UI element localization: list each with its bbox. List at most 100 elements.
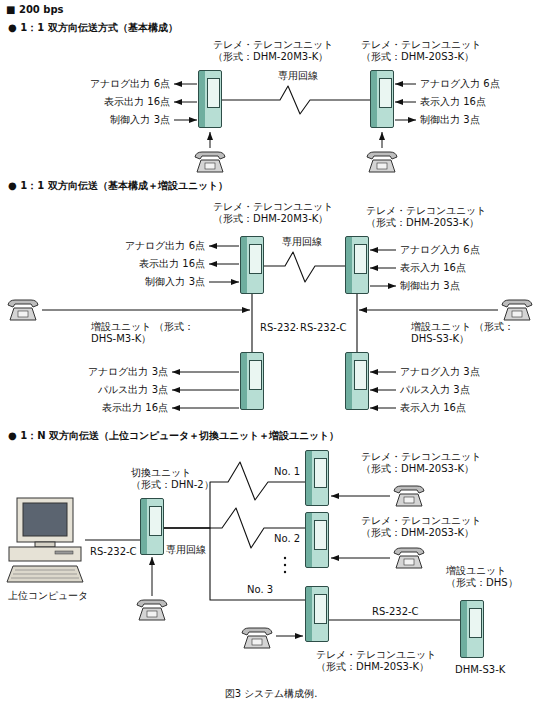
section-heading: ● 1：N 双方向伝送（上位コンピュータ＋切換ユニット＋増設ユニット） (8, 430, 339, 442)
phone-arrow (276, 636, 303, 637)
unit-box: テレメ・テレコンユニット （形式：DHM-20S3-K） (305, 512, 329, 568)
section-heading: ■ 200 bps (6, 4, 64, 16)
io-label: 制御出力 3点 (420, 114, 480, 126)
unit-box: 増設ユニット （形式：DHS-S3-K） (345, 352, 369, 410)
telephone-icon (8, 300, 38, 320)
line-connector (85, 539, 140, 540)
signal-arrow (395, 120, 416, 121)
io-label: 表示出力 16点 (104, 96, 170, 108)
telephone-icon (394, 486, 424, 506)
unit-box: テレメ・テレコンユニット （形式：DHM-20S3-K） (370, 70, 394, 128)
signal-arrow (370, 268, 396, 269)
line-connector (356, 294, 357, 352)
unit-label: 増設ユニット （形式：DHS） (446, 565, 526, 589)
edge-label: RS-232-C (88, 546, 139, 558)
io-label: アナログ入力 6点 (400, 244, 480, 256)
unit-panel (469, 608, 482, 638)
unit-box: 切換ユニット （形式：DHN-2） (140, 498, 164, 555)
unit-label: テレメ・テレコンユニット （形式：DHM-20S3-K） (361, 451, 501, 475)
io-label: アナログ入力 3点 (400, 366, 480, 378)
unit-label: 増設ユニット （形式：DHS-M3-K） (91, 321, 203, 345)
note-label: 専用回線 (166, 544, 206, 556)
io-label: 表示出力 16点 (102, 402, 168, 414)
unit-panel (249, 244, 262, 274)
signal-arrow (174, 84, 197, 85)
signal-arrow (370, 250, 396, 251)
section-heading: ● 1：1 双方向伝送方式（基本構成） (8, 22, 178, 34)
io-label: 表示入力 16点 (400, 402, 466, 414)
edge-label: RS-232-C (370, 606, 421, 618)
io-label: アナログ出力 6点 (125, 240, 205, 252)
signal-arrow (209, 282, 239, 283)
edge-label: 専用回線 (280, 236, 324, 248)
unit-label: テレメ・テレコンユニット （形式：DHM-20S3-K） (361, 39, 496, 63)
signal-arrow (174, 102, 197, 103)
edge-label: RS-232-C (298, 322, 349, 334)
signal-arrow (395, 84, 416, 85)
edge-label: No. 1 (272, 466, 302, 478)
signal-arrow (209, 264, 239, 265)
signal-arrow (370, 372, 396, 373)
unit-box: 増設ユニット （形式：DHS） (460, 600, 484, 658)
signal-arrow (370, 390, 396, 391)
line-connector (222, 86, 370, 114)
telephone-icon (394, 548, 424, 568)
unit-panel (149, 506, 162, 536)
io-label: 表示出力 16点 (139, 258, 205, 270)
unit-label: テレメ・テレコンユニット （形式：DHM-20S3-K） (316, 649, 456, 673)
unit-box: テレメ・テレコンユニット （形式：DHM-20M3-K） (240, 236, 264, 294)
telephone-icon (242, 628, 272, 648)
io-label: 制御入力 3点 (145, 276, 205, 288)
unit-panel (354, 244, 367, 274)
io-label: 制御出力 3点 (400, 280, 460, 292)
unit-panel (314, 458, 327, 488)
telephone-icon (502, 300, 532, 320)
unit-box: テレメ・テレコンユニット （形式：DHM-20S3-K） (345, 236, 369, 294)
edge-label: No. 2 (272, 533, 302, 545)
signal-arrow (172, 372, 239, 373)
unit-panel (314, 520, 327, 550)
edge-label: No. 3 (245, 584, 275, 596)
unit-box: テレメ・テレコンユニット （形式：DHM-20S3-K） (305, 450, 329, 506)
unit-label: テレメ・テレコンユニット （形式：DHM-20S3-K） (361, 515, 501, 539)
telephone-icon (137, 600, 167, 620)
signal-arrow (172, 408, 239, 409)
signal-arrow (370, 408, 396, 409)
io-label: 表示入力 16点 (400, 262, 466, 274)
telephone-icon (367, 152, 397, 172)
signal-arrow (174, 120, 197, 121)
continuation-dots (284, 557, 286, 573)
unit-label: テレメ・テレコンユニット （形式：DHM-20S3-K） (366, 205, 501, 229)
unit-box: 増設ユニット （形式：DHS-M3-K） (240, 352, 264, 410)
io-label: アナログ出力 6点 (90, 78, 170, 90)
unit-label: テレメ・テレコンユニット （形式：DHM-20M3-K） (213, 39, 348, 63)
note-label: DHM-S3-K (455, 664, 505, 676)
unit-panel (379, 78, 392, 108)
unit-label: 上位コンピュータ (8, 590, 98, 602)
signal-arrow (209, 246, 239, 247)
io-arrows (172, 84, 416, 408)
io-label: 制御入力 3点 (110, 114, 170, 126)
phone-arrow (210, 132, 211, 148)
unit-label: 切換ユニット （形式：DHN-2） (131, 467, 216, 491)
edge-label: 専用回線 (276, 70, 320, 82)
phone-arrow (331, 558, 390, 559)
phone-arrow (382, 132, 383, 148)
phone-arrow (42, 310, 250, 311)
connectors (85, 86, 460, 620)
unit-panel (249, 360, 262, 390)
phone-arrow (331, 496, 390, 497)
unit-panel (354, 360, 367, 390)
line-connector (329, 619, 460, 620)
io-label: パルス出力 3点 (98, 384, 168, 396)
unit-label: テレメ・テレコンユニット （形式：DHM-20M3-K） (213, 201, 348, 225)
io-label: パルス入力 3点 (400, 384, 470, 396)
section-heading: ● 1：1 双方向伝送（基本構成＋増設ユニット） (8, 180, 228, 192)
io-label: 表示入力 16点 (420, 96, 486, 108)
unit-box: テレメ・テレコンユニット （形式：DHM-20M3-K） (198, 70, 222, 128)
unit-panel (207, 78, 220, 108)
io-label: アナログ入力 6点 (420, 78, 500, 90)
computer-icon: 上位コンピュータ (5, 496, 85, 586)
